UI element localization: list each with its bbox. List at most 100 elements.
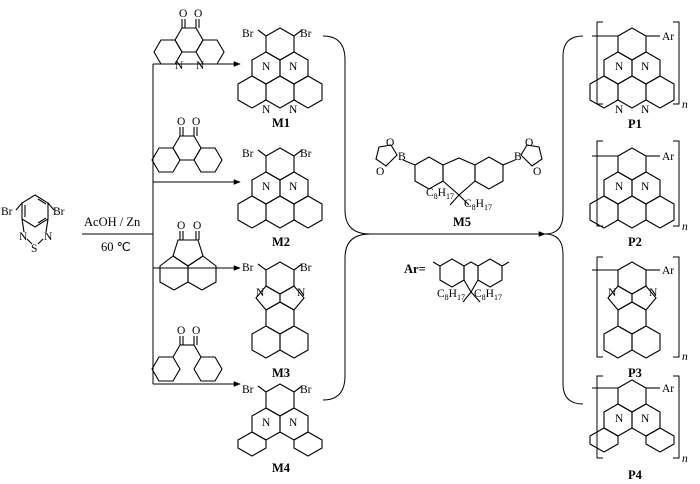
p1-n4: N xyxy=(641,104,650,116)
p2-n2: N xyxy=(641,181,650,193)
d4-o2: O xyxy=(192,325,200,337)
starting-s: S xyxy=(31,243,37,255)
d1-o2: O xyxy=(194,8,202,20)
starting-material: Br Br N S N xyxy=(1,194,65,255)
d1-n2: N xyxy=(196,60,205,72)
comonomer-m5: B B O O O O C8H17 C8H17 M5 xyxy=(375,137,543,229)
p3-n2: N xyxy=(649,287,658,299)
p1-n1: N xyxy=(615,61,624,73)
m5-alkyl-left: C8H17 xyxy=(426,187,454,201)
polymer-p1: Ar N N N N n P1 xyxy=(589,21,688,131)
monomer-m2: Br Br N N M2 xyxy=(237,147,323,249)
p4-label: P4 xyxy=(628,468,643,482)
p1-label: P1 xyxy=(628,117,642,131)
monomer-m3: Br Br N N M3 xyxy=(242,261,312,380)
diketone-2: O O xyxy=(151,116,223,173)
starting-br-left: Br xyxy=(1,206,13,218)
d1-n1: N xyxy=(175,60,184,72)
m5-b-left: B xyxy=(398,151,406,163)
m1-br-left: Br xyxy=(242,28,254,40)
p2-subscript: n xyxy=(682,221,688,233)
p2-label: P2 xyxy=(628,235,642,249)
p1-subscript: n xyxy=(682,99,688,111)
m4-n1: N xyxy=(262,417,271,429)
split-curve-top xyxy=(544,35,584,235)
d2-o1: O xyxy=(177,116,185,128)
m5-alkyl-right: C8H17 xyxy=(464,198,492,212)
p1-bracket-left xyxy=(596,21,603,105)
m5-o2: O xyxy=(376,166,384,178)
d1-o1: O xyxy=(179,8,187,20)
m1-n1: N xyxy=(262,61,271,73)
m3-br-right: Br xyxy=(300,262,312,274)
split-curve-bottom xyxy=(544,233,584,405)
m2-br-left: Br xyxy=(242,148,254,160)
m5-o3: O xyxy=(525,137,533,149)
d2-o2: O xyxy=(192,116,200,128)
merge-curve-top xyxy=(322,35,371,235)
d4-o1: O xyxy=(177,325,185,337)
p4-bracket-right xyxy=(673,375,680,459)
m3-br-left: Br xyxy=(242,262,254,274)
d3-o2: O xyxy=(193,220,201,232)
polymer-p4: Ar N N n P4 xyxy=(589,375,688,482)
m3-n2: N xyxy=(297,287,306,299)
diketone-3: O O xyxy=(159,220,217,291)
polymer-p3: Ar N N n P3 xyxy=(592,256,688,380)
m5-label: M5 xyxy=(453,215,471,229)
ar-alkyl-left: C8H17 xyxy=(437,288,465,302)
m5-o4: O xyxy=(533,166,541,178)
m1-n2: N xyxy=(289,61,298,73)
p2-n1: N xyxy=(615,181,624,193)
starting-br-right: Br xyxy=(53,206,65,218)
p3-bracket-right xyxy=(673,256,680,358)
p2-ar: Ar xyxy=(662,151,674,163)
ar-equals-label: Ar= xyxy=(404,262,426,276)
polymer-p2: Ar N N n P2 xyxy=(589,140,688,249)
merge-curve-bottom xyxy=(322,233,371,401)
p2-bracket-right xyxy=(673,140,680,227)
reagent-label: AcOH / Zn xyxy=(84,215,141,229)
p3-bracket-left xyxy=(596,256,603,358)
m1-label: M1 xyxy=(272,116,290,130)
m5-o1: O xyxy=(386,137,394,149)
m3-n1: N xyxy=(256,287,265,299)
p4-n2: N xyxy=(641,413,650,425)
monomer-m4: Br Br N N M4 xyxy=(237,383,323,475)
p1-n2: N xyxy=(641,61,650,73)
m4-n2: N xyxy=(289,417,298,429)
p4-bracket-left xyxy=(596,375,603,459)
m2-n2: N xyxy=(289,181,298,193)
diketone-4: O O xyxy=(151,325,223,382)
p3-subscript: n xyxy=(682,351,688,363)
starting-n-right: N xyxy=(44,231,53,243)
m4-label: M4 xyxy=(272,461,291,475)
diketone-1: O O N N xyxy=(153,8,225,72)
p3-ar: Ar xyxy=(662,265,674,277)
p4-subscript: n xyxy=(682,453,688,465)
p2-bracket-left xyxy=(596,140,603,227)
m1-n3: N xyxy=(262,104,271,116)
d3-o1: O xyxy=(177,220,185,232)
p4-ar: Ar xyxy=(662,383,674,395)
temperature-label: 60 ℃ xyxy=(101,240,131,254)
m1-br-right: Br xyxy=(300,28,312,40)
p3-n1: N xyxy=(608,287,617,299)
m2-br-right: Br xyxy=(300,148,312,160)
p3-label: P3 xyxy=(628,366,642,380)
ar-definition: Ar= C8H17 C8H17 xyxy=(404,258,510,303)
starting-n-left: N xyxy=(19,231,28,243)
m1-n4: N xyxy=(289,104,298,116)
ar-alkyl-right: C8H17 xyxy=(474,288,502,302)
p1-ar: Ar xyxy=(662,31,674,43)
p1-n3: N xyxy=(615,104,624,116)
m3-label: M3 xyxy=(272,366,290,380)
m4-br-right: Br xyxy=(300,384,312,396)
m2-label: M2 xyxy=(272,235,290,249)
m4-br-left: Br xyxy=(242,384,254,396)
monomer-m1: Br Br N N N N M1 xyxy=(237,27,323,130)
m5-b-right: B xyxy=(514,151,522,163)
p4-n1: N xyxy=(615,413,624,425)
p1-bracket-right xyxy=(673,21,680,105)
